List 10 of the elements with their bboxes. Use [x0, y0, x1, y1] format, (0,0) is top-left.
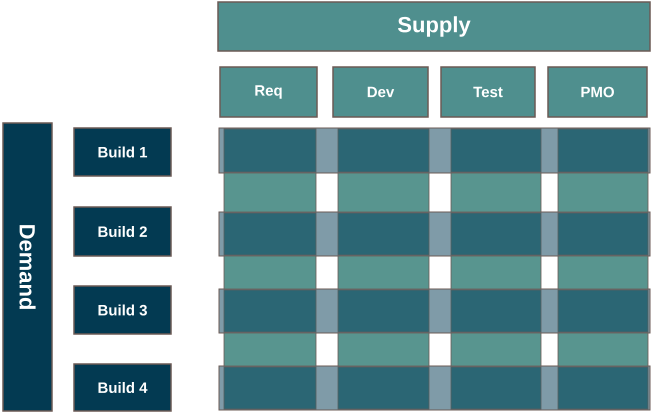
label-box: Dev: [332, 66, 429, 118]
label-box: Build 1: [73, 127, 172, 177]
label-box: Build 2: [73, 206, 172, 257]
label-box: Req: [219, 66, 318, 118]
side-band: Demand: [2, 122, 53, 412]
label-box: PMO: [547, 66, 648, 118]
label-box: Build 3: [73, 285, 172, 335]
label-box: Build 4: [73, 363, 172, 412]
label-box: Test: [440, 66, 536, 118]
header-box: Supply: [217, 1, 651, 52]
